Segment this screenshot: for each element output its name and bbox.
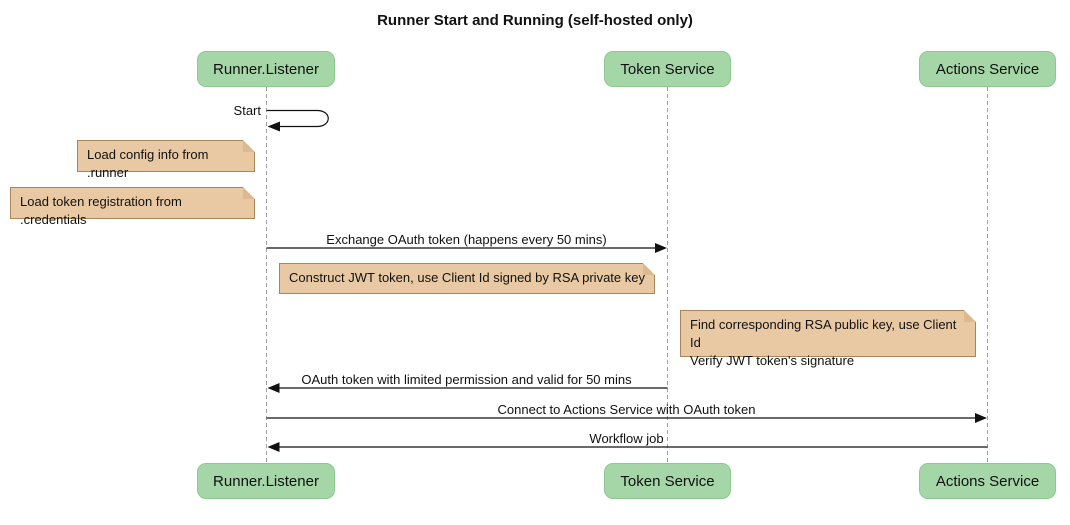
message-label-exchange-oauth: Exchange OAuth token (happens every 50 m… xyxy=(326,232,607,247)
actor-label: Actions Service xyxy=(935,472,1040,490)
arrowhead-start xyxy=(267,121,280,132)
message-label-workflow-job: Workflow job xyxy=(589,431,664,446)
actor-runner-listener-top: Runner.Listener xyxy=(197,51,335,87)
actor-actions-service-top: Actions Service xyxy=(919,51,1056,87)
note-construct-jwt: Construct JWT token, use Client Id signe… xyxy=(279,263,655,294)
message-arrow-start-self-loop xyxy=(266,109,329,128)
note-load-token-registration: Load token registration from .credential… xyxy=(10,187,255,227)
arrowhead-exchange-oauth xyxy=(655,243,667,253)
diagram-title: Runner Start and Running (self-hosted on… xyxy=(377,12,693,29)
actor-token-service-top: Token Service xyxy=(604,51,731,87)
arrowhead-workflow-job xyxy=(267,442,280,452)
actor-runner-listener-bottom: Runner.Listener xyxy=(197,463,335,499)
message-label-oauth-token-back: OAuth token with limited permission and … xyxy=(301,372,632,387)
message-label-start: Start xyxy=(233,103,261,118)
message-label-connect-actions: Connect to Actions Service with OAuth to… xyxy=(497,402,756,417)
arrowhead-oauth-token-back xyxy=(267,383,280,393)
actor-label: Token Service xyxy=(620,472,715,490)
actor-token-service-bottom: Token Service xyxy=(604,463,731,499)
actor-label: Token Service xyxy=(620,60,715,78)
actor-label: Runner.Listener xyxy=(213,472,319,490)
note-find-rsa-public-key: Find corresponding RSA public key, use C… xyxy=(680,310,976,368)
note-load-config: Load config info from .runner xyxy=(77,140,255,180)
arrowhead-connect-actions xyxy=(975,413,987,423)
actor-label: Runner.Listener xyxy=(213,60,319,78)
actor-actions-service-bottom: Actions Service xyxy=(919,463,1056,499)
actor-label: Actions Service xyxy=(935,60,1040,78)
